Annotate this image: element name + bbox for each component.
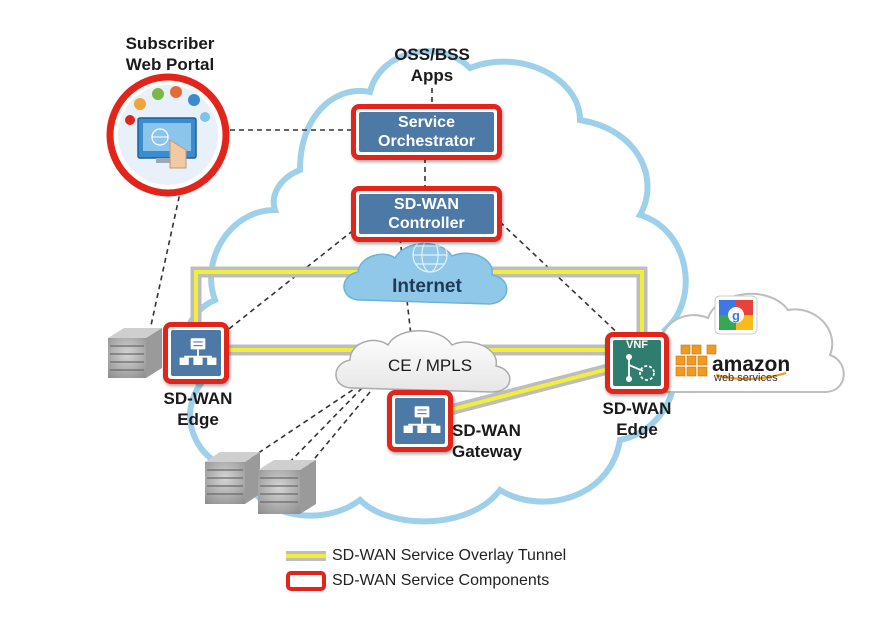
- internet-label: Internet: [392, 276, 462, 297]
- mpls-label: CE / MPLS: [387, 356, 473, 375]
- amazon-smile: [715, 371, 787, 381]
- edge-left-device: [171, 330, 221, 376]
- sdwan-gateway-label: SD-WAN Gateway: [452, 420, 552, 462]
- amazon-wordmark: amazon: [712, 353, 790, 376]
- service-orchestrator-box[interactable]: Service Orchestrator: [351, 104, 502, 160]
- edge-right-line1: SD-WAN: [602, 399, 672, 418]
- vnf-icon: [626, 354, 655, 382]
- edge-right-device: VNF: [613, 339, 661, 386]
- google-logo: g: [714, 295, 758, 335]
- vnf-badge: VNF: [626, 339, 648, 351]
- portal-title: Subscriber Web Portal: [110, 33, 230, 75]
- orchestrator-line2: Orchestrator: [378, 133, 475, 150]
- management-links: [149, 88, 626, 471]
- sdwan-controller-label: SD-WAN Controller: [359, 194, 494, 234]
- portal-title-line2: Web Portal: [125, 55, 215, 74]
- building-icon: [258, 460, 316, 514]
- sdwan-edge-right-box[interactable]: VNF: [605, 332, 669, 394]
- legend-label-tunnel: SD-WAN Service Overlay Tunnel: [332, 547, 567, 564]
- oss-line2: Apps: [410, 66, 454, 85]
- edge-right-line2: Edge: [616, 420, 658, 439]
- subscriber-portal-icon: [106, 73, 230, 197]
- building-icon: [108, 328, 162, 378]
- controller-line1: SD-WAN: [394, 196, 459, 213]
- oss-line1: OSS/BSS: [394, 45, 470, 64]
- building-icon: [205, 452, 260, 504]
- sdwan-controller-box[interactable]: SD-WAN Controller: [351, 186, 502, 242]
- amazon-subtitle: web services: [713, 372, 778, 384]
- service-orchestrator-label: Service Orchestrator: [359, 112, 494, 152]
- mpls-cloud: [335, 330, 511, 393]
- legend-swatch-components: [286, 571, 326, 591]
- edge-left-line2: Edge: [177, 410, 219, 429]
- sdwan-gateway-box[interactable]: [387, 390, 453, 452]
- legend-swatch-tunnel: [286, 551, 326, 561]
- sdwan-edge-right-label: SD-WAN Edge: [587, 398, 687, 440]
- sdwan-edge-left-label: SD-WAN Edge: [148, 388, 248, 430]
- gateway-device: [395, 398, 445, 444]
- orchestrator-line1: Service: [398, 114, 455, 131]
- sdwan-edge-left-box[interactable]: [163, 322, 229, 384]
- gateway-line2: Gateway: [452, 442, 522, 461]
- gateway-line1: SD-WAN: [452, 421, 521, 440]
- edge-left-line1: SD-WAN: [163, 389, 233, 408]
- network-device-icon: [403, 406, 441, 433]
- network-device-icon: [179, 338, 217, 365]
- internet-cloud: [343, 242, 508, 305]
- svg-text:g: g: [732, 308, 740, 323]
- portal-title-line1: Subscriber: [125, 34, 215, 53]
- legend-label-components: SD-WAN Service Components: [332, 572, 550, 589]
- oss-bss-label: OSS/BSS Apps: [377, 44, 487, 86]
- aws-cubes-icon: [675, 344, 717, 377]
- controller-line2: Controller: [388, 215, 465, 232]
